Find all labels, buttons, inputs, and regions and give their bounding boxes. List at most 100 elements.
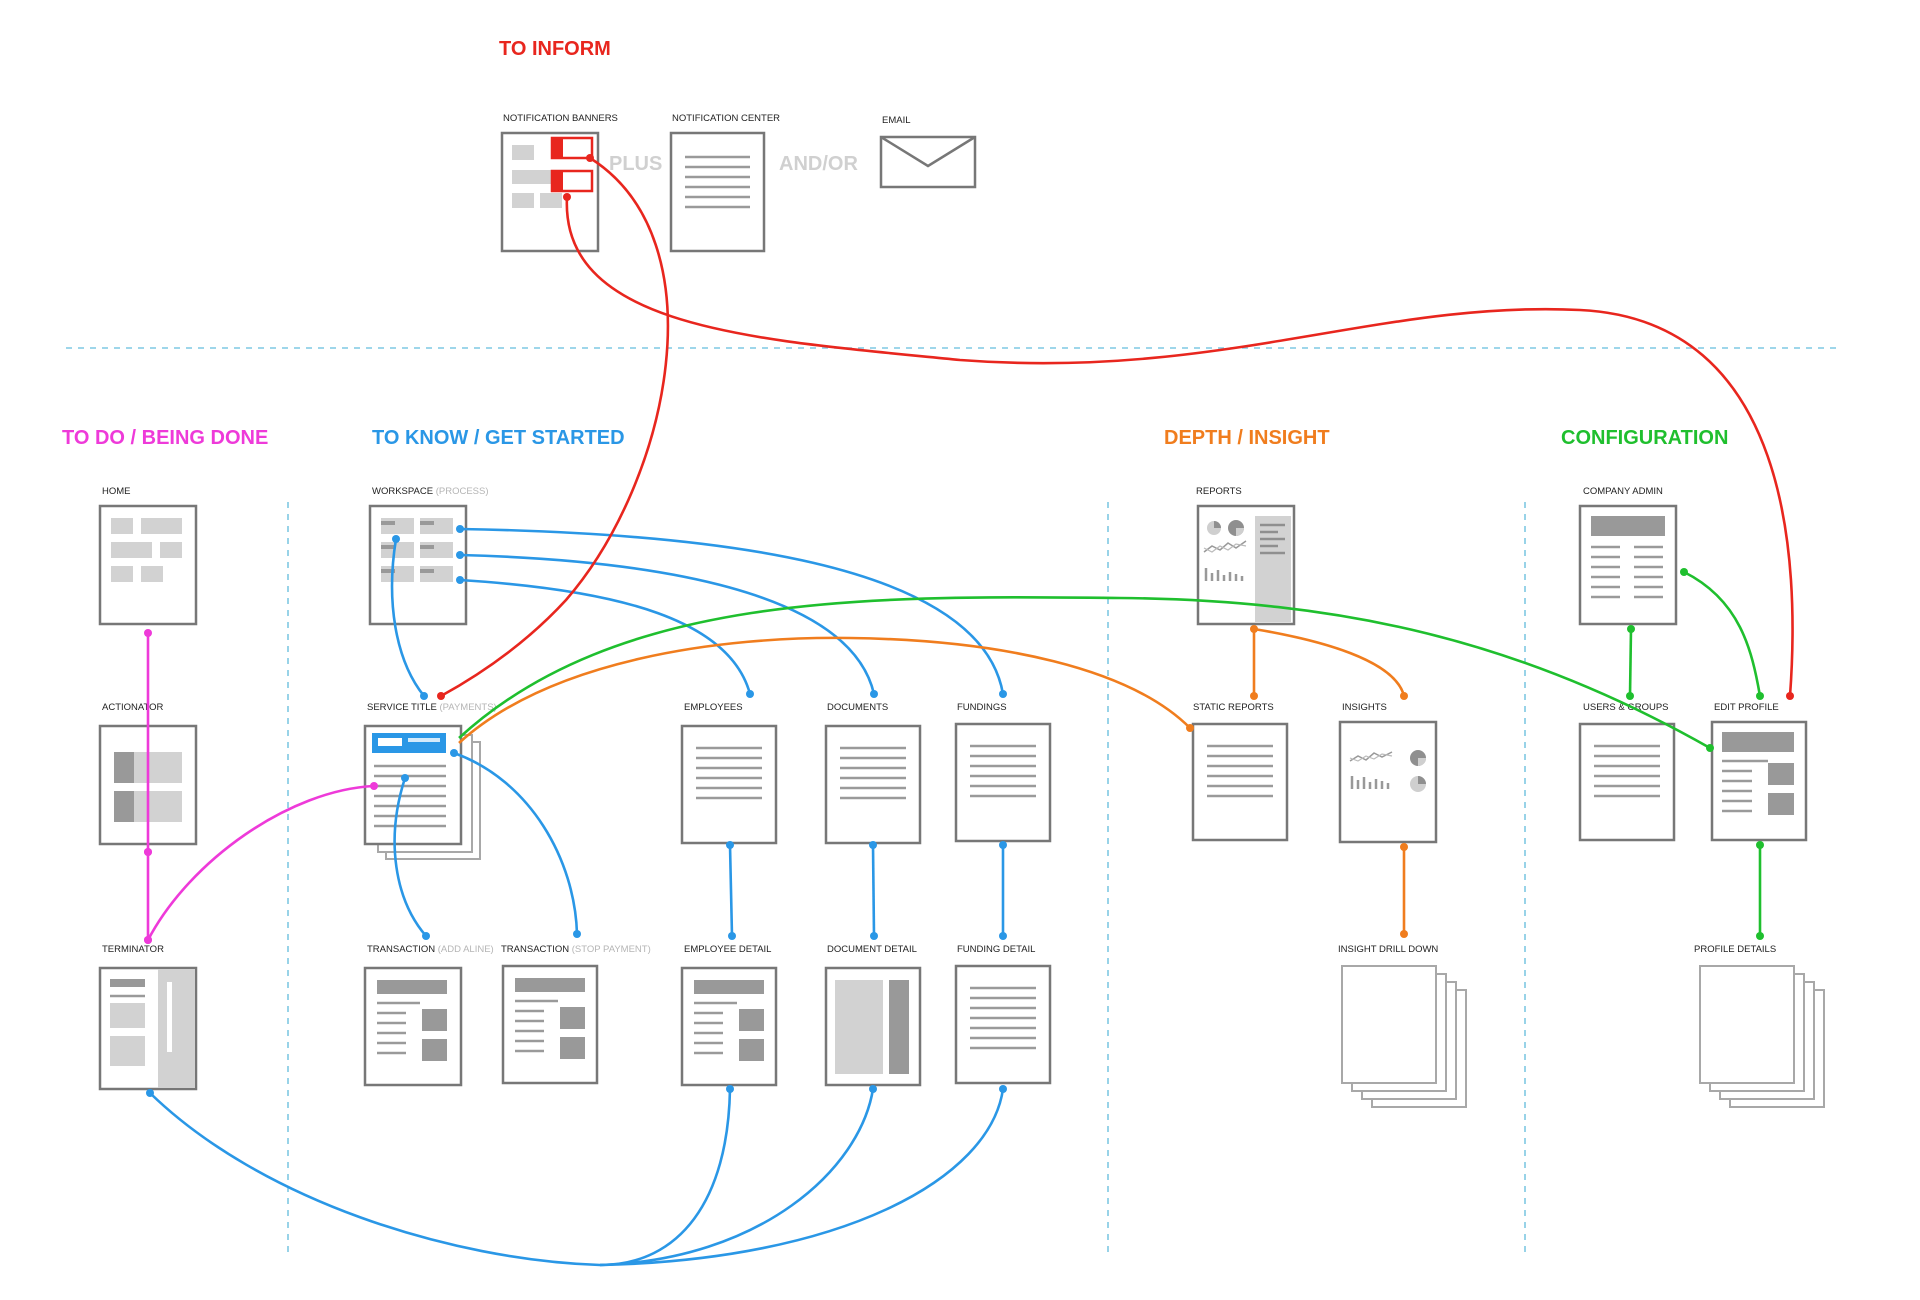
edge-service-title-to-transaction-stop bbox=[453, 751, 579, 935]
edge-endpoint-dot bbox=[392, 535, 400, 543]
node-home bbox=[98, 504, 198, 626]
node-transaction-add bbox=[363, 966, 463, 1087]
edge-endpoint-dot bbox=[1627, 625, 1635, 633]
label-edit-profile: EDIT PROFILE bbox=[1714, 702, 1779, 713]
label-home: HOME bbox=[102, 486, 131, 497]
label-email: EMAIL bbox=[882, 115, 911, 126]
edge-endpoint-dot bbox=[1626, 692, 1634, 700]
label-funding-detail: FUNDING DETAIL bbox=[957, 944, 1035, 955]
label-insights: INSIGHTS bbox=[1342, 702, 1387, 713]
node-users-groups bbox=[1578, 722, 1676, 842]
edge-reports-to-insights bbox=[1253, 627, 1406, 697]
node-terminator bbox=[98, 966, 198, 1091]
edge-endpoint-dot bbox=[869, 841, 877, 849]
node-static-reports bbox=[1191, 722, 1289, 842]
connector-andor: AND/OR bbox=[779, 153, 858, 175]
connector-plus: PLUS bbox=[609, 153, 662, 175]
edge-workspace-to-fundings bbox=[459, 527, 1005, 695]
edge-terminator-to-document-detail bbox=[599, 1088, 875, 1267]
edge-endpoint-dot bbox=[456, 576, 464, 584]
edge-endpoint-dot bbox=[870, 932, 878, 940]
node-company-admin bbox=[1578, 504, 1678, 626]
edge-workspace-to-documents bbox=[459, 553, 876, 695]
label-company-admin: COMPANY ADMIN bbox=[1583, 486, 1663, 497]
label-employee-detail: EMPLOYEE DETAIL bbox=[684, 944, 771, 955]
edge-endpoint-dot bbox=[1400, 843, 1408, 851]
label-actionator: ACTIONATOR bbox=[102, 702, 164, 713]
edge-endpoint-dot bbox=[456, 551, 464, 559]
label-notification-center: NOTIFICATION CENTER bbox=[672, 113, 780, 124]
node-fundings bbox=[954, 722, 1052, 843]
label-documents: DOCUMENTS bbox=[827, 702, 888, 713]
edge-endpoint-dot bbox=[726, 1085, 734, 1093]
edge-endpoint-dot bbox=[1186, 724, 1194, 732]
label-workspace: WORKSPACE (PROCESS) bbox=[372, 486, 489, 497]
edge-endpoint-dot bbox=[144, 629, 152, 637]
edge-endpoint-dot bbox=[1706, 744, 1714, 752]
node-edit-profile bbox=[1710, 720, 1808, 842]
label-static-reports: STATIC REPORTS bbox=[1193, 702, 1274, 713]
edge-endpoint-dot bbox=[1756, 841, 1764, 849]
edge-endpoint-dot bbox=[746, 690, 754, 698]
node-insight-drill-down bbox=[1341, 965, 1467, 1108]
node-employee-detail bbox=[680, 966, 778, 1087]
section-title-know: TO KNOW / GET STARTED bbox=[372, 427, 625, 449]
edge-company-admin-to-edit-profile bbox=[1683, 570, 1762, 697]
edge-notification-banners-to-service-title bbox=[440, 156, 670, 698]
edge-endpoint-dot bbox=[1786, 692, 1794, 700]
edge-endpoint-dot bbox=[1400, 692, 1408, 700]
edge-endpoint-dot bbox=[563, 193, 571, 201]
edge-endpoint-dot bbox=[401, 774, 409, 782]
node-employees bbox=[680, 724, 778, 845]
label-transaction-add: TRANSACTION (ADD ALINE) bbox=[367, 944, 494, 955]
label-employees: EMPLOYEES bbox=[684, 702, 743, 713]
label-fundings: FUNDINGS bbox=[957, 702, 1007, 713]
node-profile-details bbox=[1699, 965, 1825, 1108]
label-document-detail: DOCUMENT DETAIL bbox=[827, 944, 917, 955]
edge-endpoint-dot bbox=[437, 692, 445, 700]
edge-workspace-to-employees bbox=[459, 578, 752, 695]
node-notification-center bbox=[669, 131, 766, 253]
section-title-todo: TO DO / BEING DONE bbox=[62, 427, 268, 449]
node-insights bbox=[1338, 720, 1438, 844]
edge-endpoint-dot bbox=[1756, 692, 1764, 700]
edge-documents-to-document-detail bbox=[871, 844, 876, 937]
edges bbox=[144, 154, 1794, 1267]
edge-endpoint-dot bbox=[999, 841, 1007, 849]
edge-endpoint-dot bbox=[144, 936, 152, 944]
edge-endpoint-dot bbox=[1400, 930, 1408, 938]
edge-endpoint-dot bbox=[1680, 568, 1688, 576]
node-workspace bbox=[368, 504, 468, 626]
label-terminator: TERMINATOR bbox=[102, 944, 164, 955]
edge-service-title-to-edit-profile bbox=[458, 596, 1711, 750]
label-profile-details: PROFILE DETAILS bbox=[1694, 944, 1776, 955]
edge-terminator-to-employee-detail bbox=[149, 1088, 732, 1267]
edge-endpoint-dot bbox=[999, 932, 1007, 940]
node-documents bbox=[824, 724, 922, 845]
edge-workspace-to-service-title bbox=[390, 538, 426, 697]
edge-endpoint-dot bbox=[1250, 692, 1258, 700]
edge-endpoint-dot bbox=[573, 930, 581, 938]
node-funding-detail bbox=[954, 964, 1052, 1085]
edge-terminator-to-service-title bbox=[146, 784, 375, 941]
edge-endpoint-dot bbox=[370, 782, 378, 790]
edge-endpoint-dot bbox=[726, 841, 734, 849]
label-users-groups: USERS & GROUPS bbox=[1583, 702, 1669, 713]
section-title-depth: DEPTH / INSIGHT bbox=[1164, 427, 1330, 449]
edge-endpoint-dot bbox=[456, 525, 464, 533]
edge-endpoint-dot bbox=[586, 154, 594, 162]
edge-notification-banners-to-edit-profile bbox=[565, 196, 1794, 697]
edge-endpoint-dot bbox=[999, 1085, 1007, 1093]
label-notification-banners: NOTIFICATION BANNERS bbox=[503, 113, 618, 124]
section-title-inform: TO INFORM bbox=[499, 38, 611, 60]
edge-endpoint-dot bbox=[869, 1085, 877, 1093]
label-transaction-stop: TRANSACTION (STOP PAYMENT) bbox=[501, 944, 651, 955]
edge-endpoint-dot bbox=[422, 932, 430, 940]
edge-endpoint-dot bbox=[999, 690, 1007, 698]
edge-service-title-to-transaction-add bbox=[393, 777, 427, 937]
edge-employees-to-employee-detail bbox=[728, 844, 734, 937]
edge-service-title-to-static-reports bbox=[458, 636, 1191, 744]
section-title-config: CONFIGURATION bbox=[1561, 427, 1728, 449]
edge-endpoint-dot bbox=[144, 848, 152, 856]
